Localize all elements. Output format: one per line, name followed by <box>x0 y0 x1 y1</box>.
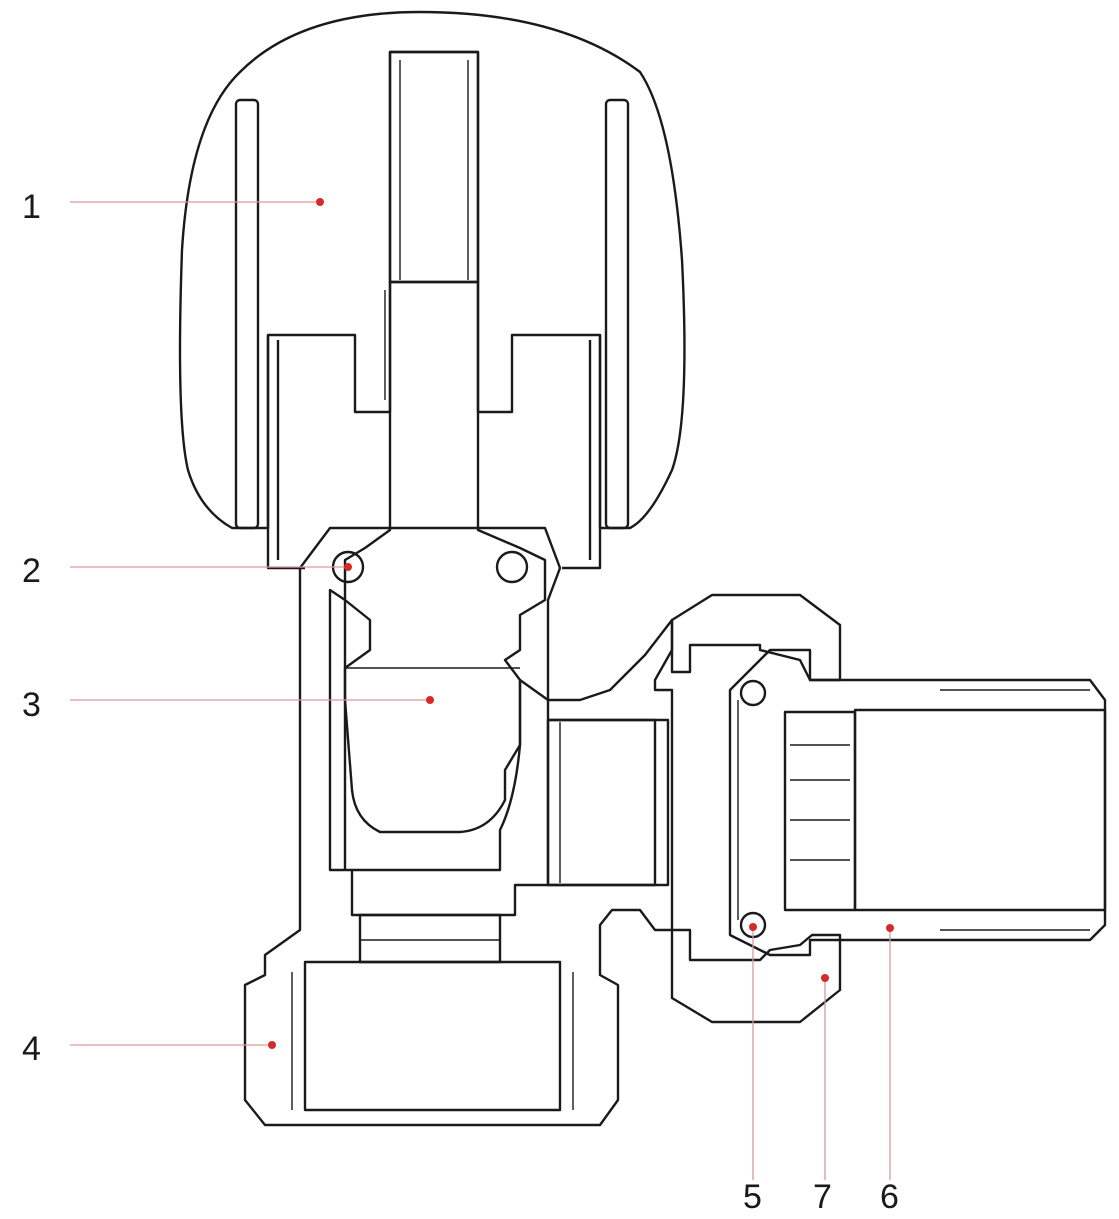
valve-body <box>243 526 674 1127</box>
marker-dot-4 <box>268 1041 276 1049</box>
callout-2: 2 <box>22 552 352 590</box>
marker-dot-7 <box>821 974 829 982</box>
callout-label-2: 2 <box>22 552 41 590</box>
callout-3: 3 <box>22 686 434 724</box>
callout-5: 5 <box>743 923 762 1216</box>
marker-dot-1 <box>316 198 324 206</box>
callout-7: 7 <box>813 974 832 1216</box>
callout-6: 6 <box>880 924 899 1216</box>
marker-dot-2 <box>344 563 352 571</box>
callout-label-3: 3 <box>22 686 41 724</box>
callout-1: 1 <box>22 188 324 226</box>
callout-label-6: 6 <box>880 1178 899 1216</box>
callout-label-4: 4 <box>22 1030 41 1068</box>
marker-dot-5 <box>749 923 757 931</box>
tailpiece <box>728 648 1107 957</box>
spindle <box>343 280 547 834</box>
callout-label-5: 5 <box>743 1178 762 1216</box>
union-nut <box>670 593 842 1024</box>
handwheel-cap <box>178 10 686 570</box>
marker-dot-3 <box>426 696 434 704</box>
callout-label-7: 7 <box>813 1178 832 1216</box>
callout-4: 4 <box>22 1030 276 1068</box>
marker-dot-6 <box>886 924 894 932</box>
callout-label-1: 1 <box>22 188 41 226</box>
